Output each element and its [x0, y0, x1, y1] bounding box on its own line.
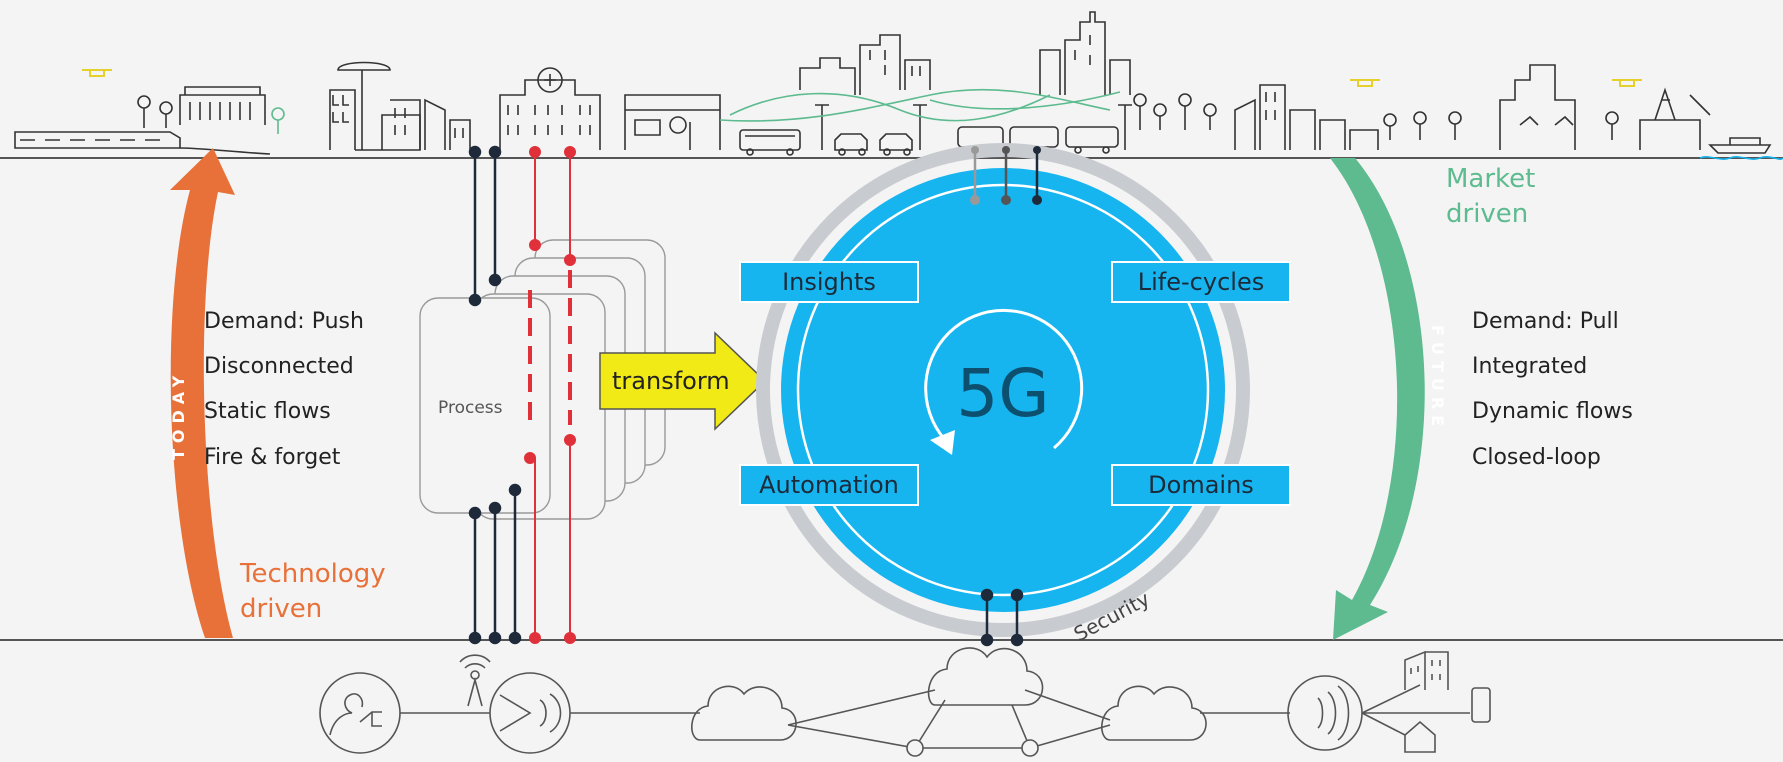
wireless-node-icon	[1287, 675, 1363, 751]
future-item-3: Dynamic flows	[1472, 399, 1633, 424]
today-arrow	[170, 148, 235, 638]
bottom-network	[319, 647, 1491, 757]
future-label: FUTURE	[1428, 325, 1447, 432]
cloud-icon	[1101, 685, 1207, 741]
ship-icon	[1699, 137, 1783, 160]
core-label: 5G	[956, 355, 1049, 432]
today-item-1: Demand: Push	[204, 309, 364, 334]
today-label: TODAY	[169, 370, 188, 460]
cloud-icon	[691, 685, 797, 741]
lifecycles-box	[1111, 261, 1291, 303]
future-item-4: Closed-loop	[1472, 445, 1601, 470]
process-label: Process	[438, 398, 503, 418]
dark-connectors	[468, 145, 522, 645]
insights-box	[739, 261, 919, 303]
today-item-4: Fire & forget	[204, 445, 341, 470]
building-icon	[1404, 650, 1449, 690]
today-item-3: Static flows	[204, 399, 331, 424]
cycle-arrow-icon	[924, 308, 1084, 450]
transform-arrow	[599, 331, 767, 431]
train-icon	[14, 131, 271, 155]
red-connectors	[524, 146, 576, 644]
process-stack	[419, 239, 666, 520]
future-item-1: Demand: Pull	[1472, 309, 1619, 334]
domains-label: Domains	[1148, 471, 1254, 499]
hospital-icon	[499, 67, 601, 150]
cloud-icon	[927, 647, 1044, 706]
shop-icon	[624, 94, 721, 150]
future-item-2: Integrated	[1472, 354, 1587, 379]
station-building-icon	[179, 86, 266, 125]
lifecycles-label: Life-cycles	[1138, 268, 1264, 296]
vehicle-icon	[834, 133, 913, 156]
core-inner-ring	[796, 183, 1210, 597]
bus-icon	[739, 129, 801, 156]
automation-label: Automation	[759, 471, 899, 499]
cycle-arrowhead-icon	[930, 430, 955, 455]
factory-icon	[1499, 64, 1576, 150]
antenna-icon	[459, 654, 491, 707]
phone-icon	[1471, 687, 1491, 723]
today-item-2: Disconnected	[204, 354, 354, 379]
future-arrow	[1330, 158, 1425, 640]
insights-label: Insights	[782, 268, 876, 296]
domains-box	[1111, 464, 1291, 506]
city-skyline-icon	[14, 11, 1783, 160]
today-driver: Technology driven	[239, 559, 394, 624]
drone-icon	[82, 69, 1642, 87]
transform-label: transform	[612, 367, 730, 395]
oil-rig-icon	[1639, 87, 1711, 150]
core-top-connectors	[970, 146, 1042, 205]
worker-robot-icon	[319, 672, 401, 754]
core-bottom-connectors	[980, 588, 1024, 647]
future-driver: Market driven	[1446, 164, 1544, 229]
house-icon	[1404, 720, 1436, 753]
automation-box	[739, 464, 919, 506]
